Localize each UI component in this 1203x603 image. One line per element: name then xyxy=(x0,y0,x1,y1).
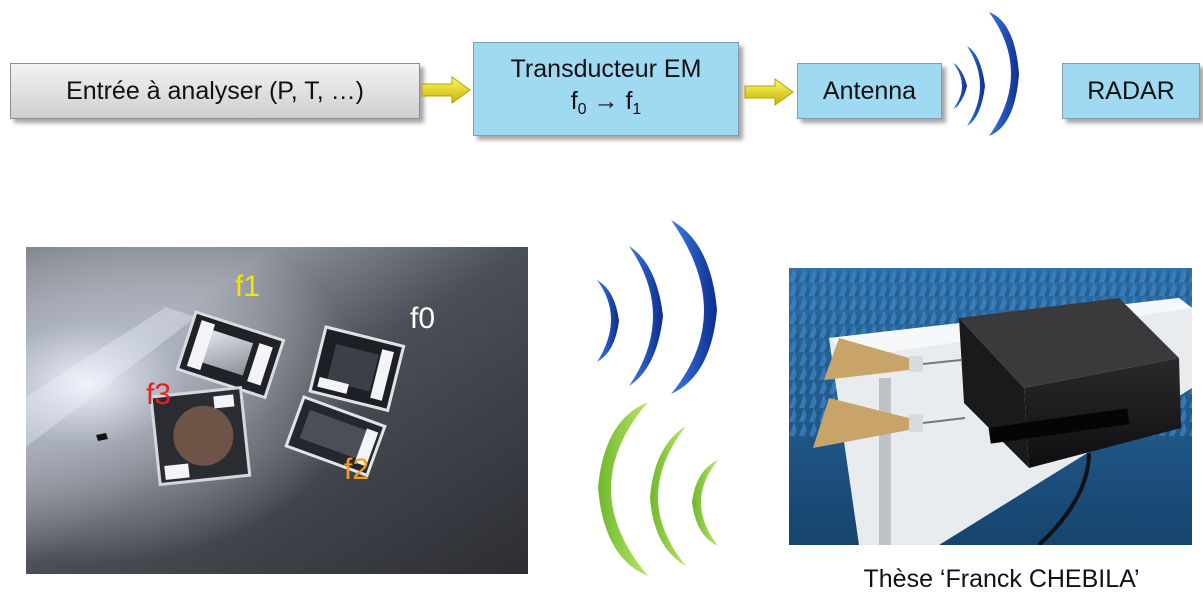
tag-f3: f3 xyxy=(146,378,172,411)
thesis-caption: Thèse ‘Franck CHEBILA’ xyxy=(863,565,1140,593)
sensor-f3 xyxy=(149,385,252,487)
arrow-input-to-transducer xyxy=(421,76,471,104)
tag-f0: f0 xyxy=(410,302,436,335)
transducer-box: Transducteur EM f0 → f1 xyxy=(473,42,739,136)
tag-f1: f1 xyxy=(235,270,261,303)
input-label: Entrée à analyser (P, T, …) xyxy=(66,76,364,105)
radar-bench-photo-image xyxy=(789,268,1192,545)
transducer-formula: f0 → f1 xyxy=(570,86,642,118)
radar-box: RADAR xyxy=(1062,63,1200,119)
radar-bench-photo xyxy=(789,268,1192,545)
sensors-photo: f1 f0 f3 f2 xyxy=(26,247,528,574)
radio-waves-top-icon xyxy=(953,12,1019,136)
tag-f2: f2 xyxy=(344,453,370,486)
sensors-photo-image xyxy=(26,247,528,574)
sensor-f1 xyxy=(175,310,286,400)
radio-waves-return-icon xyxy=(598,402,718,576)
transducer-title: Transducteur EM xyxy=(510,54,702,83)
radio-waves-outgoing-icon xyxy=(597,220,717,394)
sensor-f2 xyxy=(284,395,387,478)
antenna-label: Antenna xyxy=(822,76,917,105)
input-box: Entrée à analyser (P, T, …) xyxy=(10,63,420,119)
sensor-f0 xyxy=(308,325,406,413)
antenna-box: Antenna xyxy=(797,63,942,119)
radar-label: RADAR xyxy=(1087,76,1175,105)
arrow-transducer-to-antenna xyxy=(744,78,794,106)
